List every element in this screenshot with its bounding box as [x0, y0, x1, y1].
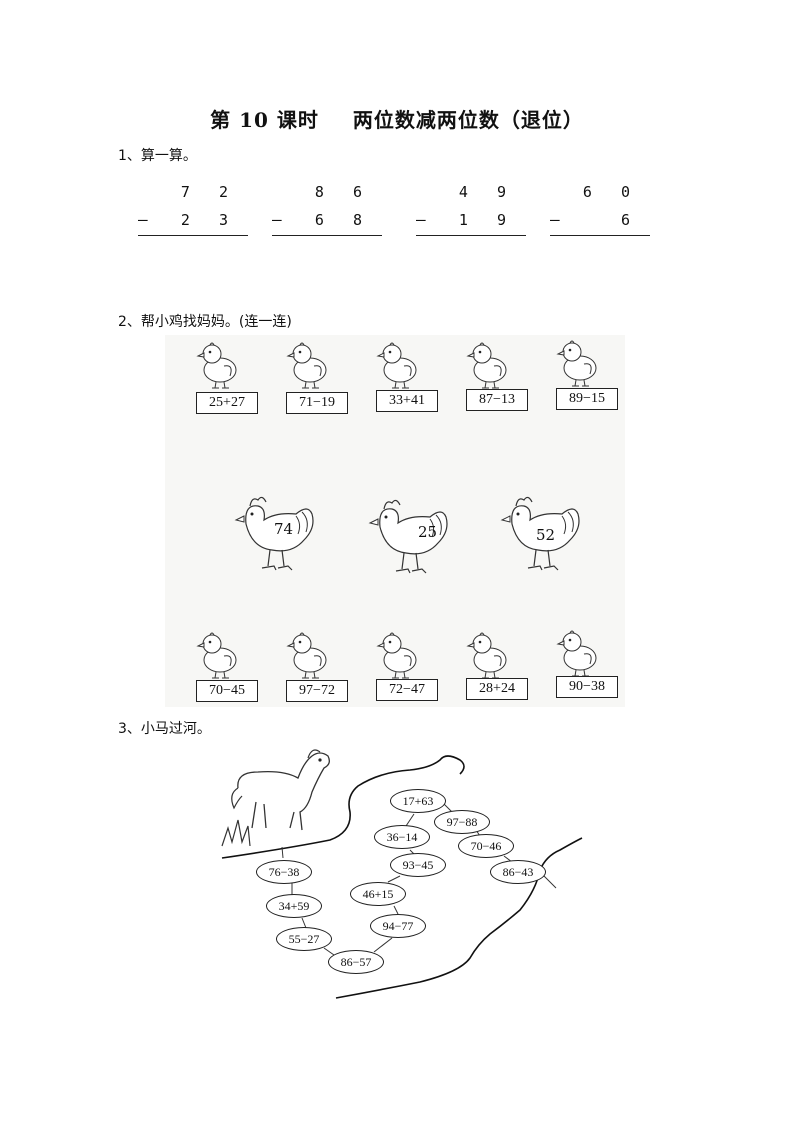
chick-icon [557, 340, 597, 387]
hen-number: 74 [274, 520, 294, 538]
minus-sign: — [272, 210, 282, 229]
chick-expression-box: 87−13 [466, 389, 528, 411]
vertical-subtraction-1: 7 2 — 2 3 [138, 183, 248, 243]
chick-icon [467, 342, 507, 389]
minus-sign: — [550, 210, 560, 229]
answer-line [138, 235, 248, 236]
chick-expression-box: 33+41 [376, 390, 438, 412]
chick-icon [557, 630, 597, 677]
stepping-stone: 86−57 [328, 950, 384, 974]
chick-expression-box: 25+27 [196, 392, 258, 414]
chick-icon [197, 342, 237, 389]
vertical-subtraction-2: 8 6 — 6 8 [272, 183, 382, 243]
stepping-stone: 55−27 [276, 927, 332, 951]
river-bank-upper [221, 755, 465, 859]
subtrahend: 1 9 [458, 211, 516, 229]
chick-icon [377, 632, 417, 679]
chick-expression-box: 97−72 [286, 680, 348, 702]
minuend: 8 6 [314, 183, 372, 201]
chick-icon [377, 342, 417, 389]
subtrahend: 6 8 [314, 211, 372, 229]
stepping-stone: 86−43 [490, 860, 546, 884]
chick-expression-box: 28+24 [466, 678, 528, 700]
vertical-subtraction-3: 4 9 — 1 9 [416, 183, 526, 243]
stepping-stone: 94−77 [370, 914, 426, 938]
minuend: 4 9 [458, 183, 516, 201]
stepping-stone: 17+63 [390, 789, 446, 813]
horse-icon [231, 749, 330, 831]
q1-heading: 1、算一算。 [118, 148, 197, 164]
minus-sign: — [416, 210, 426, 229]
subtrahend: 6 [620, 211, 640, 229]
answer-line [550, 235, 650, 236]
chick-expression-box: 71−19 [286, 392, 348, 414]
answer-line [272, 235, 382, 236]
stepping-stone: 97−88 [434, 810, 490, 834]
lesson-number: 第 10 课时 [210, 108, 319, 132]
chick-expression-box: 70−45 [196, 680, 258, 702]
minuend: 6 0 [582, 183, 640, 201]
minuend: 7 2 [180, 183, 238, 201]
river-bank-lower [335, 837, 583, 999]
stepping-stone: 34+59 [266, 894, 322, 918]
vertical-subtraction-4: 6 0 — 6 [550, 183, 650, 243]
hen-number: 52 [536, 526, 556, 544]
chick-icon [197, 632, 237, 679]
minus-sign: — [138, 210, 148, 229]
chick-expression-box: 89−15 [556, 388, 618, 410]
chick-icon [467, 632, 507, 679]
chick-icon [287, 342, 327, 389]
stepping-stone: 70−46 [458, 834, 514, 858]
subtrahend: 2 3 [180, 211, 238, 229]
chick-icon [287, 632, 327, 679]
chick-expression-box: 90−38 [556, 676, 618, 698]
q2-heading: 2、帮小鸡找妈妈。(连一连) [118, 314, 292, 330]
stepping-stone: 93−45 [390, 853, 446, 877]
page-title: 第 10 课时 两位数减两位数（退位） [0, 104, 794, 133]
lesson-topic: 两位数减两位数（退位） [352, 108, 584, 132]
answer-line [416, 235, 526, 236]
chick-expression-box: 72−47 [376, 679, 438, 701]
q3-heading: 3、小马过河。 [118, 721, 211, 737]
stepping-stone: 46+15 [350, 882, 406, 906]
stepping-stone: 76−38 [256, 860, 312, 884]
grass-icon [221, 819, 251, 847]
hen-number: 25 [418, 523, 438, 541]
stepping-stone: 36−14 [374, 825, 430, 849]
